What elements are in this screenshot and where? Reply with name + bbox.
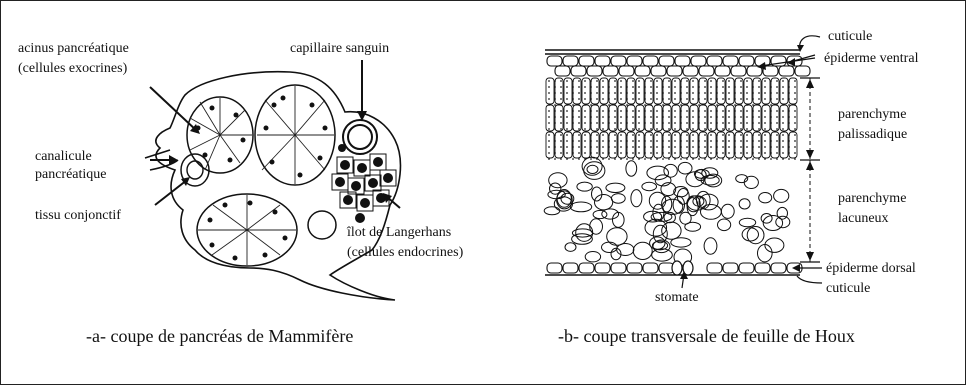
label-epiderme-ventral: épiderme ventral xyxy=(824,50,918,68)
label-cuticule-top: cuticule xyxy=(828,28,872,46)
label-lacuneux-line1: parenchyme xyxy=(838,190,906,208)
label-epiderme-dorsal: épiderme dorsal xyxy=(826,260,916,278)
label-palissadique-line2: palissadique xyxy=(838,126,907,144)
label-palissadique-line1: parenchyme xyxy=(838,106,906,124)
upper-epidermis xyxy=(547,56,810,76)
stomate xyxy=(672,261,693,275)
spongy-cells xyxy=(544,157,790,265)
caption-b: -b- coupe transversale de feuille de Hou… xyxy=(558,326,855,347)
label-cuticule-bottom: cuticule xyxy=(826,280,870,298)
label-lacuneux-line2: lacuneux xyxy=(838,210,889,228)
label-stomate: stomate xyxy=(655,289,699,307)
cuticle-top xyxy=(545,50,800,54)
